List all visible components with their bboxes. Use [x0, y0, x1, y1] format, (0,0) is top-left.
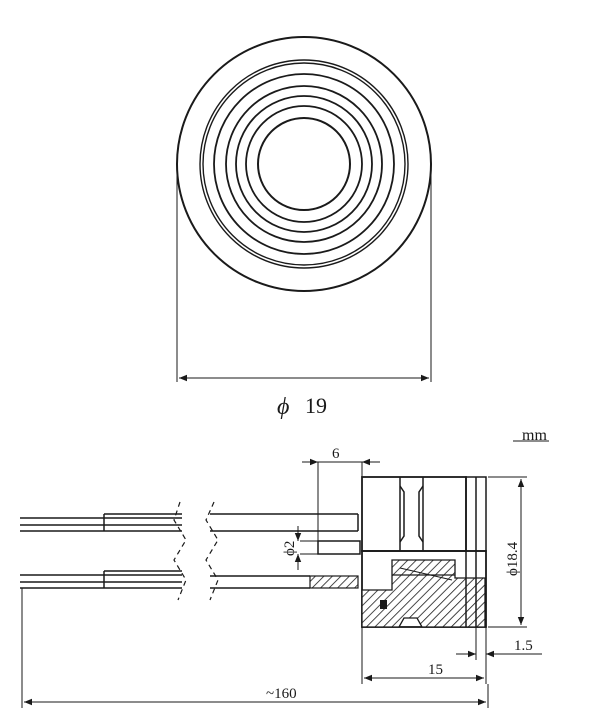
dim-pin-offset: 6: [302, 446, 380, 541]
svg-text:6: 6: [332, 446, 340, 462]
unit-label: mm: [522, 427, 547, 444]
upper-lead-wire: [20, 513, 359, 532]
diameter-label: 19: [305, 393, 327, 418]
svg-text:ϕ18.4: ϕ18.4: [505, 541, 521, 576]
outer-rim: [176, 36, 432, 292]
ring-2: [213, 73, 395, 255]
diameter-symbol: ϕ: [277, 394, 289, 420]
break-marks: [173, 501, 219, 601]
top-view: ϕ 19: [176, 36, 432, 420]
dim-total-length: ~160: [21, 588, 489, 708]
ring-3: [225, 85, 383, 243]
svg-text:~160: ~160: [266, 686, 297, 702]
svg-text:ϕ2: ϕ2: [282, 541, 298, 556]
side-view: mm: [20, 427, 549, 708]
rim-inner: [199, 59, 409, 269]
ring-6: [257, 117, 351, 211]
lower-lead-wire: [20, 570, 359, 589]
svg-text:15: 15: [428, 662, 443, 678]
ring-1: [202, 62, 406, 266]
dim-flange: 1.5: [456, 627, 542, 660]
ring-5: [245, 105, 363, 223]
svg-text:1.5: 1.5: [514, 638, 533, 654]
pin: [317, 540, 361, 555]
dim-body-length: 15: [361, 627, 487, 684]
sensor-body: [361, 476, 487, 628]
dim-body-diameter: ϕ18.4: [488, 476, 527, 628]
ring-4: [235, 95, 373, 233]
dim-pin-diameter: ϕ2: [282, 526, 318, 570]
